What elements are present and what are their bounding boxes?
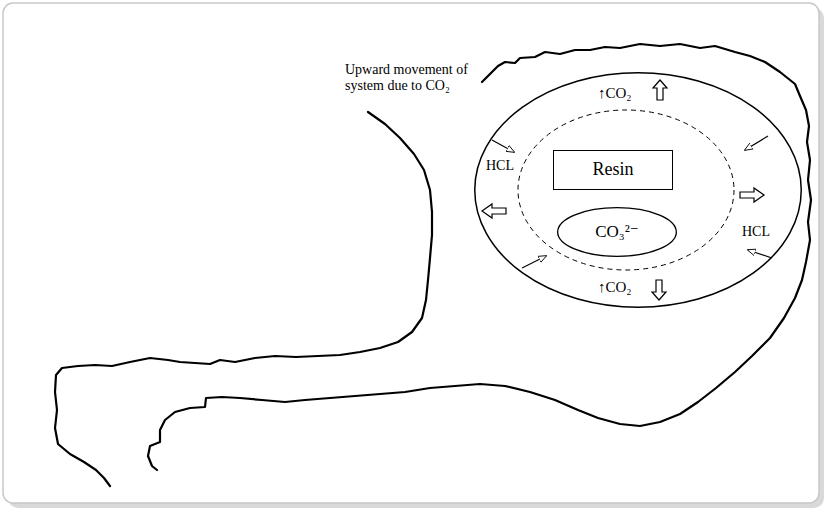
influx-arrow (522, 256, 546, 268)
node-text: CO₃²⁻ (595, 222, 639, 242)
ellipse-outline (558, 208, 677, 257)
resin-box: Resin (553, 150, 673, 190)
node-text: Resin (592, 159, 633, 181)
hollow-arrow-down (652, 280, 666, 300)
hollow-arrow-right (740, 188, 764, 202)
influx-arrow (748, 250, 772, 258)
frame (3, 3, 819, 503)
influx-arrow (492, 140, 514, 152)
gas-label: ↑CO₂ (596, 84, 634, 102)
floating-system-ellipse: ↑CO₂ HCL HCL ↑CO₂ ResinCO₃²⁻ (474, 72, 802, 308)
acid-label: HCL (740, 224, 772, 241)
hollow-arrow-up (653, 80, 667, 100)
annotation: Upward movement of system due to CO₂ (345, 62, 495, 94)
stomach-outer-wall (148, 44, 811, 470)
influx-arrow (745, 136, 768, 150)
hollow-arrow-left (482, 204, 506, 218)
floating-system-ellipse-outline (474, 72, 802, 308)
acid-label: HCL (484, 158, 516, 175)
gas-label: ↑CO₂ (596, 278, 634, 296)
ellipse-outline (475, 73, 802, 308)
carbonate-ellipse: CO₃²⁻ (557, 207, 677, 257)
dashed-boundary (518, 110, 734, 270)
stomach-inner-wall (55, 112, 432, 486)
